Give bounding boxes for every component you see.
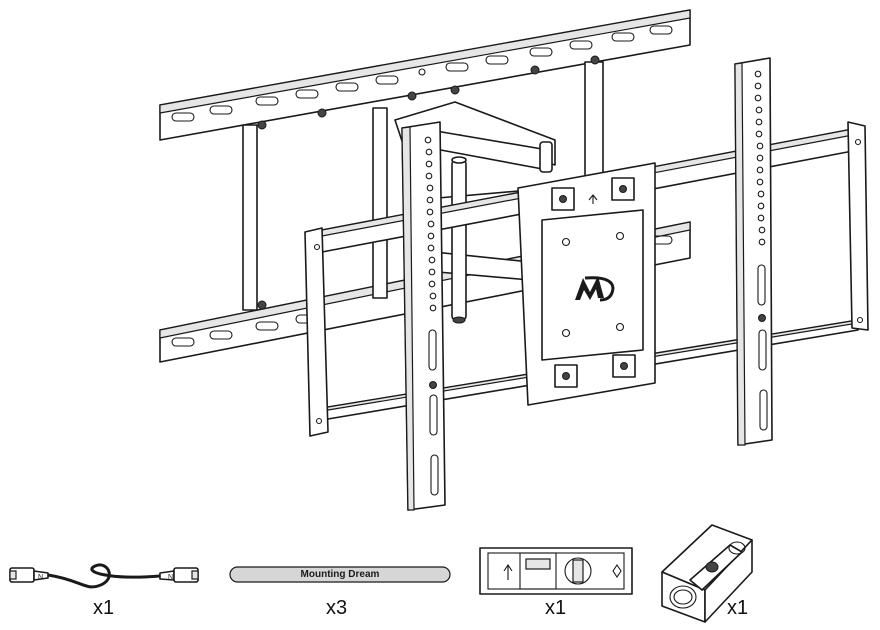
cube-level-quantity: x1 (727, 597, 749, 619)
center-plate (517, 162, 656, 406)
strap-label: Mounting Dream (300, 569, 380, 580)
cube-level-icon (661, 524, 753, 623)
spirit-level-quantity: x1 (545, 597, 567, 619)
spirit-level-icon (479, 547, 633, 595)
strap-icon (229, 566, 451, 583)
tv-bracket-left (401, 121, 446, 511)
hdmi-cable-icon: N N (9, 563, 199, 589)
tv-bracket-right (734, 57, 773, 446)
brand-logo (575, 276, 615, 302)
svg-text:N: N (168, 574, 173, 581)
svg-text:N: N (38, 574, 43, 581)
strap-quantity: x3 (326, 597, 348, 619)
hdmi-cable-quantity: x1 (93, 597, 115, 619)
